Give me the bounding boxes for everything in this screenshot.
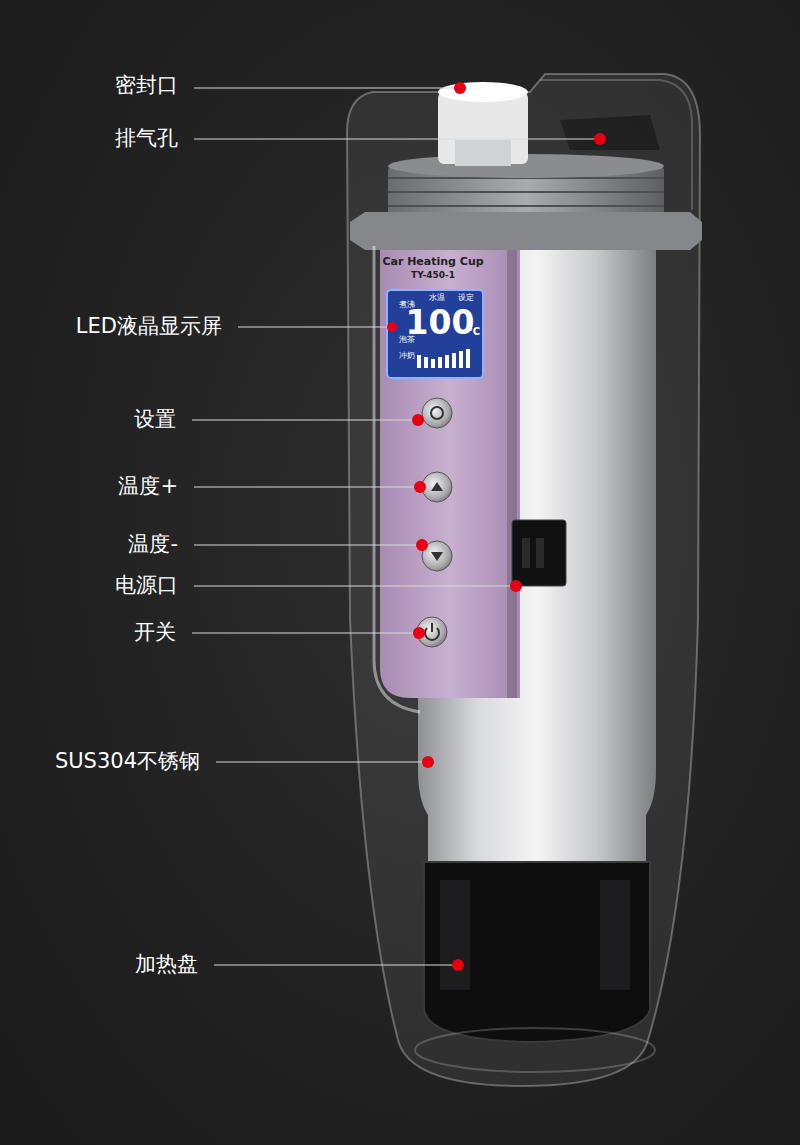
lcd-text: 设定 bbox=[458, 294, 474, 303]
lcd-text: 水温 bbox=[429, 294, 445, 303]
callout-label: 加热盘 bbox=[135, 953, 198, 976]
callout-label: 温度+ bbox=[118, 475, 178, 498]
callout-label: LED液晶显示屏 bbox=[76, 315, 222, 338]
callout-label: 设置 bbox=[134, 408, 176, 431]
callout-label: 密封口 bbox=[115, 74, 178, 97]
callout-label: SUS304不锈钢 bbox=[55, 750, 200, 773]
callout-label: 排气孔 bbox=[115, 127, 178, 150]
product-name: Car Heating Cup bbox=[382, 256, 483, 268]
lcd-text: 冲奶 bbox=[399, 352, 415, 361]
model-number: TY-450-1 bbox=[411, 271, 455, 281]
callout-label: 电源口 bbox=[115, 574, 178, 597]
callout-label: 温度- bbox=[128, 533, 178, 556]
callout-label: 开关 bbox=[134, 621, 176, 644]
lcd-unit: °C bbox=[468, 326, 480, 337]
lcd-temperature: 100 bbox=[406, 305, 475, 341]
